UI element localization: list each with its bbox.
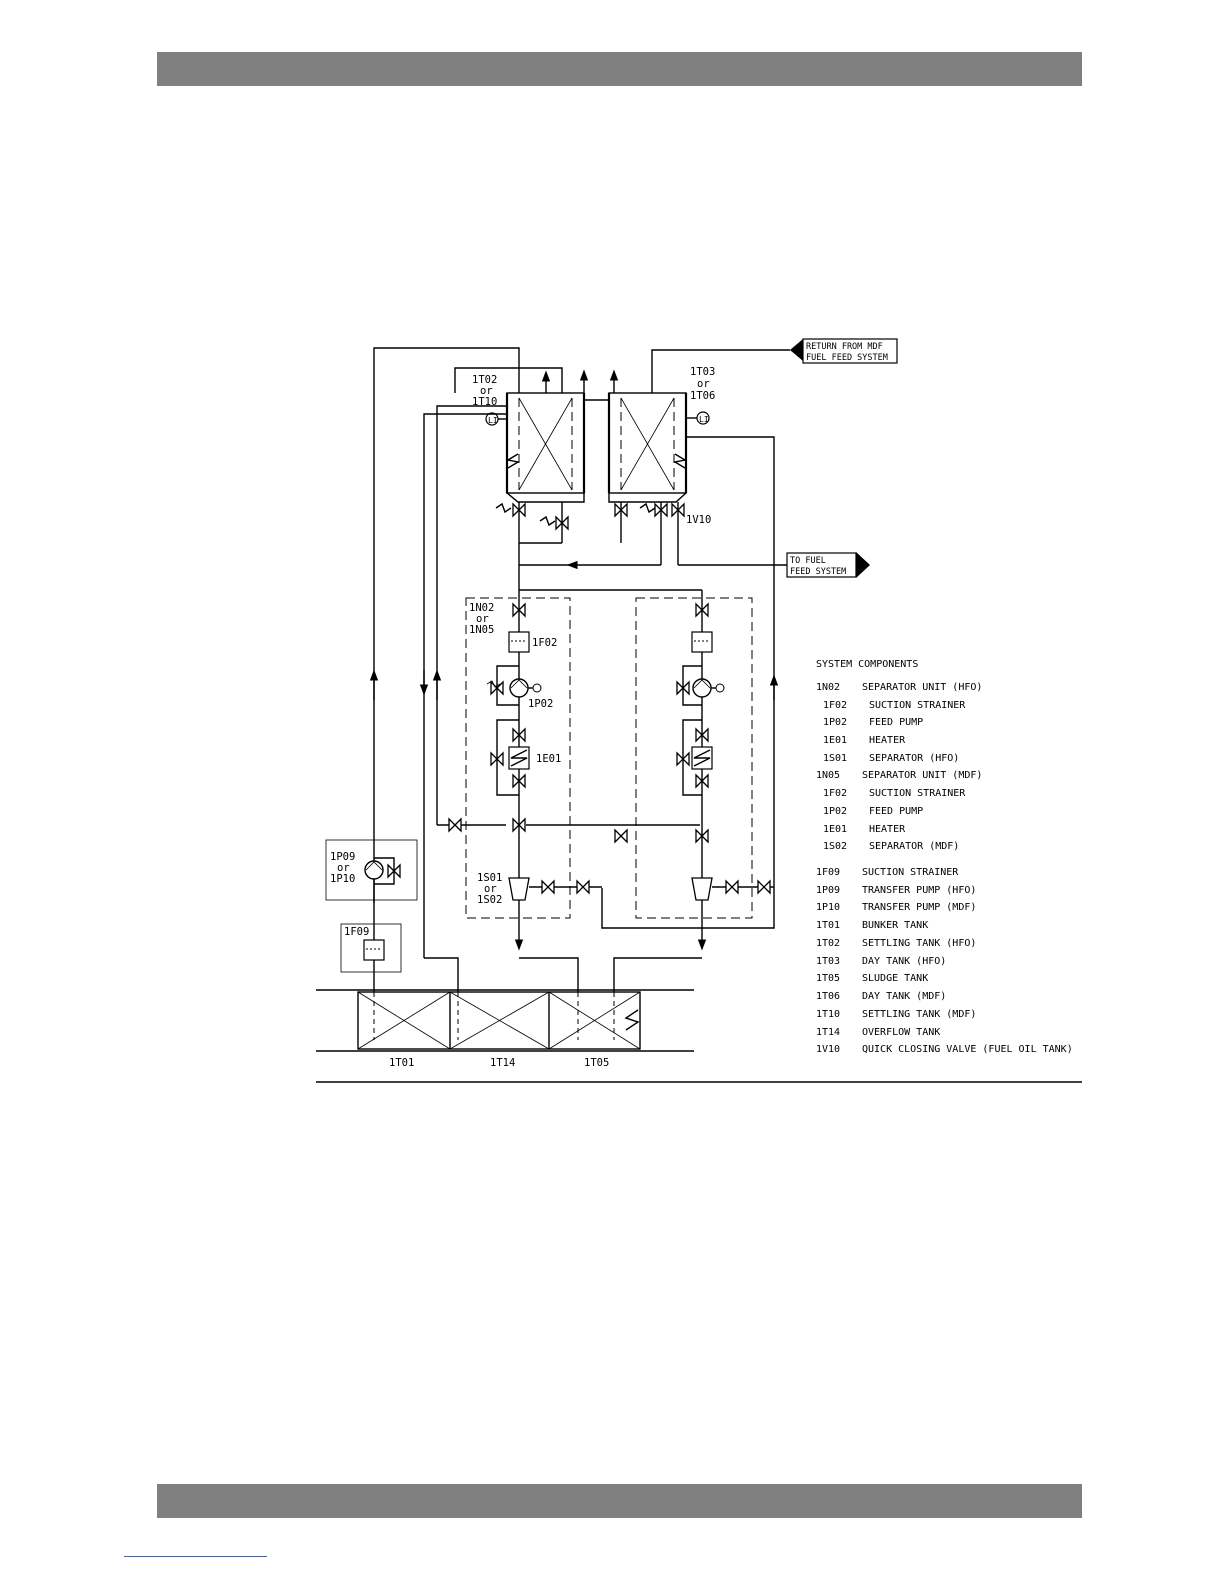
component-description: HEATER — [869, 824, 906, 835]
sludge-tank-label: 1T05 — [584, 1057, 609, 1069]
separator-unit-label-3: 1N05 — [469, 624, 494, 636]
component-description: DAY TANK (HFO) — [862, 956, 946, 967]
svg-text:1F02: 1F02 — [532, 637, 557, 649]
component-description: TRANSFER PUMP (MDF) — [862, 902, 976, 913]
component-description: SLUDGE TANK — [862, 973, 928, 984]
svg-text:FEED SYSTEM: FEED SYSTEM — [790, 567, 846, 577]
component-code: 1P10 — [816, 902, 840, 913]
component-code: 1T06 — [816, 991, 840, 1002]
svg-text:1F09: 1F09 — [344, 926, 369, 938]
quick-closing-valve-label: 1V10 — [686, 514, 711, 526]
transfer-pump-label-2: or — [337, 862, 350, 874]
transfer-pump-icon — [364, 860, 384, 880]
transfer-line — [373, 347, 520, 903]
suction-strainer-box — [340, 923, 402, 973]
to-fuel-feed-callout: TO FUEL FEED SYSTEM — [786, 552, 870, 578]
day-tank — [584, 369, 688, 503]
component-code: 1T14 — [816, 1027, 840, 1038]
component-description: TRANSFER PUMP (HFO) — [862, 885, 976, 896]
component-code: 1P02 — [823, 717, 847, 728]
separator-train-left: 1F02 1P02 1E01 — [437, 590, 700, 951]
svg-text:1P02: 1P02 — [528, 698, 553, 710]
component-description: DAY TANK (MDF) — [862, 991, 946, 1002]
component-description: SUCTION STRAINER — [862, 867, 959, 878]
separator-unit-box-right — [635, 597, 753, 919]
day-tank-label-1: 1T03 — [690, 366, 715, 378]
separator-unit-label-2: or — [476, 613, 489, 625]
component-code: 1N02 — [816, 682, 840, 693]
settling-tank-label-3: 1T10 — [472, 396, 497, 408]
bunker-tank-label: 1T01 — [389, 1057, 414, 1069]
separator-train-right — [676, 590, 774, 951]
level-indicator-right: LI — [686, 411, 710, 425]
component-description: QUICK CLOSING VALVE (FUEL OIL TANK) — [862, 1044, 1073, 1055]
component-code: 1T10 — [816, 1009, 840, 1020]
transfer-pump-label-1: 1P09 — [330, 851, 355, 863]
component-description: FEED PUMP — [869, 717, 923, 728]
transfer-pump-box — [325, 839, 418, 901]
return-from-mdf-callout: RETURN FROM MDF FUEL FEED SYSTEM — [790, 338, 898, 364]
component-code: 1T01 — [816, 920, 840, 931]
component-description: SEPARATOR UNIT (MDF) — [862, 770, 982, 781]
component-code: 1T03 — [816, 956, 840, 967]
component-code: 1F02 — [823, 788, 847, 799]
footnote-rule — [124, 1556, 267, 1557]
component-code: 1N05 — [816, 770, 840, 781]
component-description: SETTLING TANK (MDF) — [862, 1009, 976, 1020]
component-code: 1F09 — [816, 867, 840, 878]
component-code: 1T05 — [816, 973, 840, 984]
svg-text:1E01: 1E01 — [536, 753, 561, 765]
footer-bar — [157, 1484, 1082, 1518]
component-description: SEPARATOR (HFO) — [869, 753, 959, 764]
component-code: 1F02 — [823, 700, 847, 711]
component-description: SEPARATOR UNIT (HFO) — [862, 682, 982, 693]
settling-tank-label-2: or — [480, 385, 493, 397]
component-code: 1P09 — [816, 885, 840, 896]
svg-text:LI: LI — [488, 416, 498, 425]
component-code: 1E01 — [823, 824, 847, 835]
level-indicator-left: LI — [485, 412, 507, 426]
overflow-tank-label: 1T14 — [490, 1057, 515, 1069]
component-code: 1T02 — [816, 938, 840, 949]
svg-text:RETURN FROM MDF: RETURN FROM MDF — [806, 342, 883, 352]
svg-text:LI: LI — [699, 415, 709, 424]
settling-tank — [505, 369, 589, 503]
transfer-pump-label-3: 1P10 — [330, 873, 355, 885]
bottom-tanks — [316, 989, 694, 1052]
svg-text:TO FUEL: TO FUEL — [790, 556, 826, 566]
settling-tank-label-1: 1T02 — [472, 374, 497, 386]
component-description: SEPARATOR (MDF) — [869, 841, 959, 852]
component-description: SETTLING TANK (HFO) — [862, 938, 976, 949]
separator-label-3: 1S02 — [477, 894, 502, 906]
component-description: OVERFLOW TANK — [862, 1027, 940, 1038]
separator-label-1: 1S01 — [477, 872, 502, 884]
separator-label-2: or — [484, 883, 497, 895]
svg-text:FUEL FEED SYSTEM: FUEL FEED SYSTEM — [806, 353, 888, 363]
component-code: 1S02 — [823, 841, 847, 852]
component-description: BUNKER TANK — [862, 920, 928, 931]
component-code: 1E01 — [823, 735, 847, 746]
component-code: 1P02 — [823, 806, 847, 817]
component-code: 1V10 — [816, 1044, 840, 1055]
day-tank-label-3: 1T06 — [690, 390, 715, 402]
component-description: SUCTION STRAINER — [869, 700, 966, 711]
component-description: SUCTION STRAINER — [869, 788, 966, 799]
separator-unit-box-left — [465, 597, 571, 919]
component-code: 1S01 — [823, 753, 847, 764]
day-tank-label-2: or — [697, 378, 710, 390]
component-description: HEATER — [869, 735, 906, 746]
components-heading: SYSTEM COMPONENTS — [816, 659, 918, 670]
header-bar — [157, 52, 1082, 86]
component-description: FEED PUMP — [869, 806, 923, 817]
separator-unit-label-1: 1N02 — [469, 602, 494, 614]
